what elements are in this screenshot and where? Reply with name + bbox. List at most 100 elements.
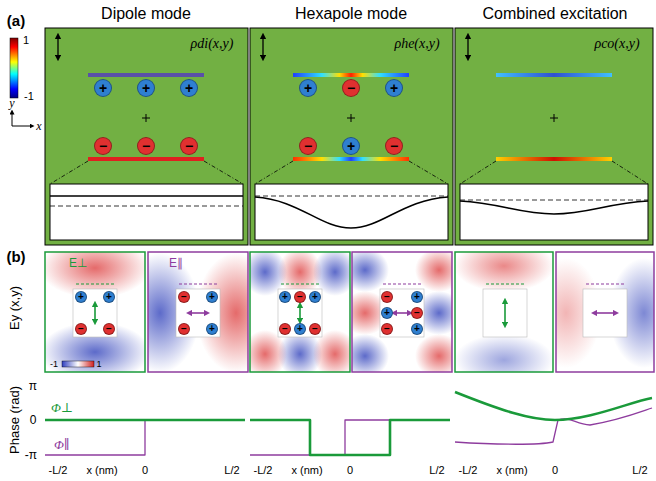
panel-letter: (b) bbox=[6, 249, 25, 264]
charge-circle: − bbox=[180, 137, 198, 155]
charge-sign: + bbox=[384, 308, 390, 318]
charge-sign: + bbox=[282, 292, 288, 302]
density-label: ρdi(x,y) bbox=[191, 37, 234, 51]
charge-sign: − bbox=[78, 324, 84, 334]
charge-sign: − bbox=[390, 139, 398, 153]
charge-circle: + bbox=[137, 79, 155, 97]
tick-label: L/2 bbox=[224, 465, 239, 476]
colorbar-max: 1 bbox=[23, 35, 29, 46]
colorbar-max: 1 bbox=[96, 360, 101, 369]
charge-circle: + bbox=[294, 323, 306, 335]
charge-sign: − bbox=[185, 139, 193, 153]
tick-label: -π bbox=[25, 449, 37, 461]
tick-label: -L/2 bbox=[49, 465, 68, 476]
charge-circle: + bbox=[381, 307, 393, 319]
charge-circle: + bbox=[103, 291, 115, 303]
charge-circle: + bbox=[206, 291, 218, 303]
tick-label: 0 bbox=[552, 465, 558, 476]
charge-circle: + bbox=[94, 79, 112, 97]
charge-sign: − bbox=[304, 139, 312, 153]
tick-label: -L/2 bbox=[459, 465, 478, 476]
axis-name: x (nm) bbox=[496, 465, 527, 476]
charge-circle: + bbox=[206, 323, 218, 335]
charge-circle: − bbox=[342, 79, 360, 97]
field-label: E⊥ bbox=[69, 257, 87, 269]
charge-sign: + bbox=[78, 292, 84, 302]
axis-name: x (nm) bbox=[291, 465, 322, 476]
charge-circle: − bbox=[309, 323, 321, 335]
charge-sign: + bbox=[142, 81, 150, 95]
tick-label: 0 bbox=[30, 414, 37, 426]
charge-sign: + bbox=[312, 292, 318, 302]
axis-name: x (nm) bbox=[86, 465, 117, 476]
charge-sign: + bbox=[347, 139, 355, 153]
charge-circle: + bbox=[75, 291, 87, 303]
colorbar-min: -1 bbox=[50, 360, 58, 369]
panel-title: Hexapole mode bbox=[295, 6, 407, 22]
charge-circle: + bbox=[309, 291, 321, 303]
charge-sign: + bbox=[414, 324, 420, 334]
tick-label: L/2 bbox=[632, 465, 647, 476]
charge-sign: − bbox=[312, 324, 318, 334]
charge-sign: − bbox=[297, 292, 303, 302]
charge-circle: + bbox=[411, 323, 423, 335]
charge-sign: + bbox=[209, 324, 215, 334]
charge-sign: − bbox=[181, 292, 187, 302]
charge-sign: − bbox=[142, 139, 150, 153]
charge-circle: − bbox=[294, 291, 306, 303]
charge-circle: − bbox=[75, 323, 87, 335]
charge-sign: + bbox=[304, 81, 312, 95]
charge-sign: − bbox=[414, 308, 420, 318]
charge-sign: + bbox=[106, 292, 112, 302]
tick-label: 0 bbox=[142, 465, 148, 476]
charge-sign: − bbox=[181, 324, 187, 334]
panel-title: Combined excitation bbox=[483, 6, 628, 22]
panel-title: Dipole mode bbox=[101, 6, 191, 22]
density-label: ρco(x,y) bbox=[594, 37, 639, 51]
charge-circle: − bbox=[178, 291, 190, 303]
density-label: ρhe(x,y) bbox=[394, 37, 439, 51]
panel-letter: (a) bbox=[7, 13, 25, 28]
axis-title: Ey (x,y) bbox=[8, 286, 21, 330]
charge-sign: + bbox=[185, 81, 193, 95]
charge-sign: + bbox=[99, 81, 107, 95]
charge-circle: − bbox=[178, 323, 190, 335]
charge-circle: + bbox=[299, 79, 317, 97]
charge-circle: − bbox=[103, 323, 115, 335]
axis-title: Phase (rad) bbox=[8, 386, 21, 454]
charge-sign: + bbox=[390, 81, 398, 95]
charge-sign: − bbox=[106, 324, 112, 334]
charge-circle: + bbox=[385, 79, 403, 97]
charge-sign: + bbox=[297, 324, 303, 334]
axis-name: y bbox=[9, 97, 14, 109]
charge-circle: − bbox=[385, 137, 403, 155]
charge-circle: + bbox=[411, 291, 423, 303]
charge-circle: + bbox=[180, 79, 198, 97]
tick-label: L/2 bbox=[429, 465, 444, 476]
charge-circle: − bbox=[381, 291, 393, 303]
field-label: E∥ bbox=[169, 257, 183, 269]
axis-name: x bbox=[36, 120, 41, 132]
charge-sign: + bbox=[209, 292, 215, 302]
charge-sign: − bbox=[384, 324, 390, 334]
charge-circle: − bbox=[381, 323, 393, 335]
tick-label: -L/2 bbox=[254, 465, 273, 476]
charge-sign: + bbox=[414, 292, 420, 302]
colorbar-min: -1 bbox=[24, 91, 34, 102]
tick-label: 0 bbox=[347, 465, 353, 476]
charge-sign: − bbox=[282, 324, 288, 334]
charge-circle: + bbox=[279, 291, 291, 303]
charge-circle: − bbox=[279, 323, 291, 335]
curve-label: Φ⊥ bbox=[51, 401, 73, 414]
charge-circle: − bbox=[94, 137, 112, 155]
tick-label: π bbox=[29, 380, 37, 392]
charge-sign: − bbox=[99, 139, 107, 153]
charge-circle: + bbox=[342, 137, 360, 155]
charge-circle: − bbox=[411, 307, 423, 319]
charge-circle: − bbox=[299, 137, 317, 155]
charge-circle: − bbox=[137, 137, 155, 155]
charge-sign: − bbox=[384, 292, 390, 302]
curve-label: Φ∥ bbox=[54, 438, 70, 451]
